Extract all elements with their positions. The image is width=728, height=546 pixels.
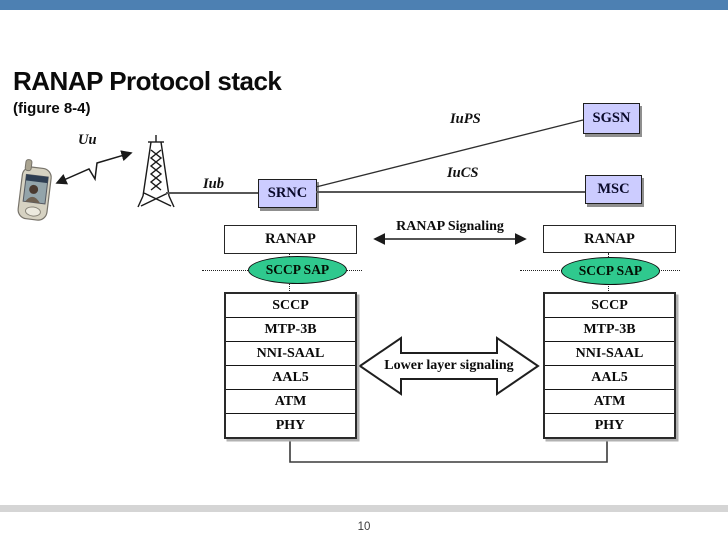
figure-reference: (figure 8-4) — [13, 100, 91, 117]
top-accent-bar — [0, 0, 728, 10]
layer-phy: PHY — [545, 413, 674, 437]
left-protocol-stack: SCCP MTP-3B NNI-SAAL AAL5 ATM PHY — [224, 292, 357, 439]
uu-zigzag-arrow — [55, 150, 133, 185]
layer-sccp: SCCP — [272, 297, 309, 313]
layer-mtp3b: MTP-3B — [226, 317, 355, 341]
layer-nni-saal: NNI-SAAL — [545, 341, 674, 365]
right-sccp-sap-ellipse: SCCP SAP — [561, 257, 660, 285]
layer-aal5: AAL5 — [545, 365, 674, 389]
footer-rule-bar — [0, 505, 728, 512]
layer-aal5: AAL5 — [226, 365, 355, 389]
iups-interface-label: IuPS — [450, 111, 481, 127]
lower-layer-signaling-label: Lower layer signaling — [384, 358, 514, 373]
left-ranap-layer: RANAP — [224, 225, 357, 254]
iucs-interface-label: IuCS — [447, 165, 479, 181]
layer-nni-saal: NNI-SAAL — [226, 341, 355, 365]
left-sccp-sap-ellipse: SCCP SAP — [248, 256, 347, 284]
uu-interface-label: Uu — [78, 132, 97, 148]
srnc-node: SRNC — [258, 179, 317, 208]
ranap-signaling-label: RANAP Signaling — [396, 219, 504, 234]
radio-tower-icon — [137, 135, 175, 208]
right-ranap-layer: RANAP — [543, 225, 676, 253]
layer-atm: ATM — [226, 389, 355, 413]
iub-interface-label: Iub — [203, 176, 224, 192]
page-number: 10 — [357, 521, 371, 533]
layer-atm: ATM — [545, 389, 674, 413]
right-protocol-stack: SCCP MTP-3B NNI-SAAL AAL5 ATM PHY — [543, 292, 676, 439]
bottom-bracket — [289, 440, 608, 463]
sgsn-node: SGSN — [583, 103, 640, 134]
msc-node: MSC — [585, 175, 642, 204]
layer-sccp: SCCP — [591, 297, 628, 313]
mobile-phone-icon — [17, 159, 52, 221]
layer-mtp3b: MTP-3B — [545, 317, 674, 341]
layer-phy: PHY — [226, 413, 355, 437]
page-title: RANAP Protocol stack — [13, 66, 282, 96]
